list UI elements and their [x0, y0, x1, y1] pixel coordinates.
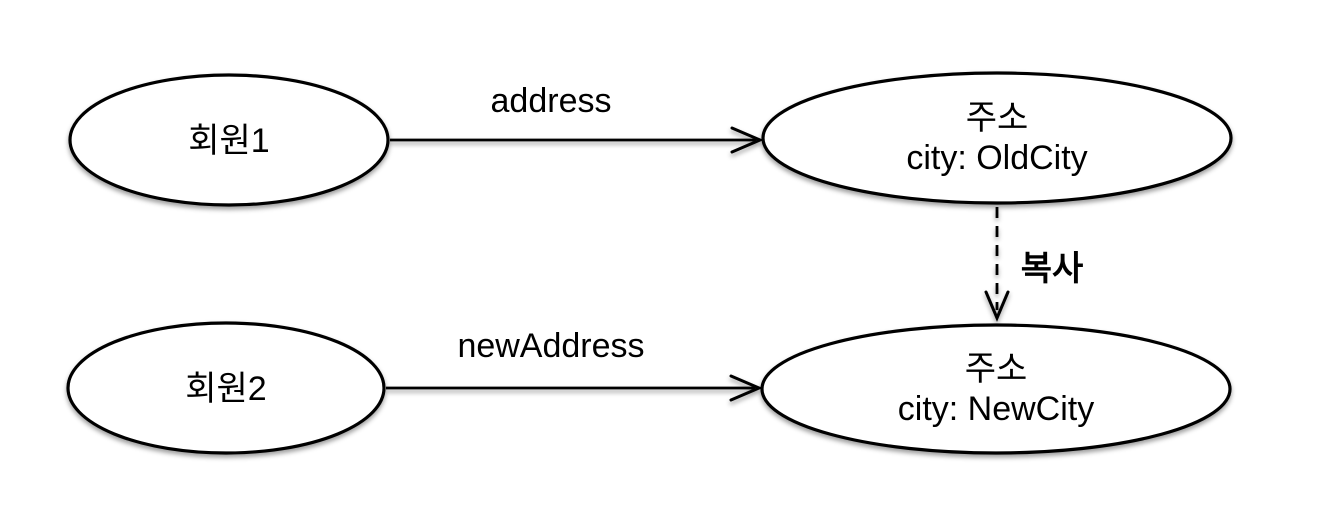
edge-copy-label: 복사 [1021, 250, 1084, 288]
node-member2-label: 회원2 [185, 370, 266, 408]
node-old-address-title: 주소 [966, 99, 1029, 137]
node-new-address-title: 주소 [965, 350, 1028, 388]
edge-address-arrowhead-icon [730, 126, 764, 154]
node-new-address-ellipse [760, 323, 1232, 455]
node-new-address-attribute: city: NewCity [898, 390, 1094, 428]
edge-new-address-arrowhead-icon [729, 374, 763, 402]
node-member1-ellipse [68, 73, 390, 207]
edge-new-address-label: newAddress [457, 327, 644, 365]
node-old-address-attribute: city: OldCity [906, 139, 1087, 177]
edge-copy-arrowhead-icon [984, 290, 1010, 322]
node-member2-ellipse [66, 321, 386, 455]
diagram-shapes [66, 71, 1233, 455]
node-member1-label: 회원1 [188, 122, 269, 160]
edge-address-label: address [491, 82, 612, 120]
node-old-address-ellipse [761, 71, 1233, 205]
